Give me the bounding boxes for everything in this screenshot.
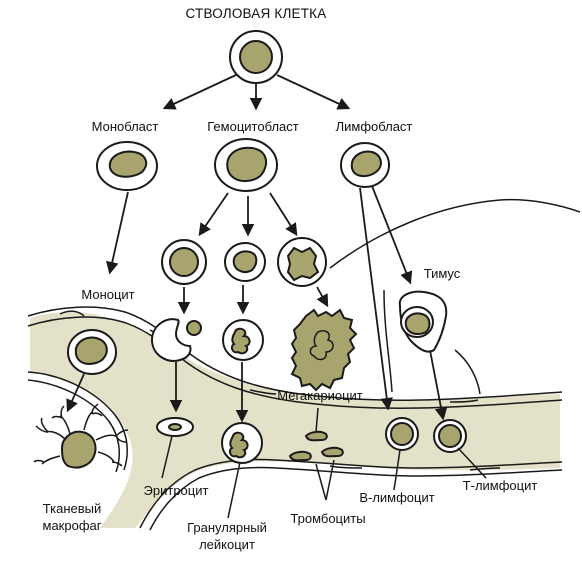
lymphoblast-cell xyxy=(340,142,390,188)
lymphoblast-label: Лимфобласт xyxy=(336,119,413,134)
erythroblast-precursor xyxy=(161,239,207,285)
erythrocyte-cell xyxy=(156,417,194,437)
stem-cell xyxy=(229,30,283,84)
granulocyte-cell xyxy=(221,422,263,464)
developing-granulocyte xyxy=(222,319,264,361)
monocyte-cell xyxy=(67,329,117,375)
label-leaders xyxy=(161,407,487,519)
monoblast-label: Монобласт xyxy=(92,119,159,134)
platelets-cluster xyxy=(288,430,344,462)
hemocytoblast-cell xyxy=(214,138,278,192)
erythrocyte-label: Эритроцит xyxy=(144,483,209,498)
lineage-arrows xyxy=(66,74,448,423)
monoblast-cell xyxy=(96,141,158,191)
granulocyte-label-line1: Гранулярный xyxy=(187,520,267,535)
megakaryocyte-cell xyxy=(290,308,358,392)
macrophage-label-line2: макрофаг xyxy=(43,518,102,533)
granulocyte-label-line2: лейкоцит xyxy=(199,537,255,552)
thymus-lymphocyte xyxy=(398,290,448,353)
macrophage-cell xyxy=(33,403,129,469)
hemocytoblast-label: Гемоцитобласт xyxy=(207,119,298,134)
macrophage-label-line1: Тканевый xyxy=(43,501,102,516)
platelets-label: Тромбоциты xyxy=(290,511,365,526)
b-lymphocyte-label: В-лимфоцит xyxy=(359,490,434,505)
megakaryocyte-label: Мегакариоцит xyxy=(277,388,363,403)
thymus-label: Тимус xyxy=(424,266,461,281)
megakaryoblast-precursor xyxy=(277,237,327,287)
erythrocyte-ejecting-nucleus xyxy=(150,318,202,362)
t-lymphocyte-label: Т-лимфоцит xyxy=(463,478,538,493)
myeloblast-precursor xyxy=(224,242,266,282)
b-lymphocyte-cell xyxy=(385,417,419,451)
title-label: СТВОЛОВАЯ КЛЕТКА xyxy=(186,6,327,21)
monocyte-label: Моноцит xyxy=(81,287,134,302)
t-lymphocyte-cell xyxy=(433,419,467,453)
thymus-region xyxy=(329,198,581,395)
